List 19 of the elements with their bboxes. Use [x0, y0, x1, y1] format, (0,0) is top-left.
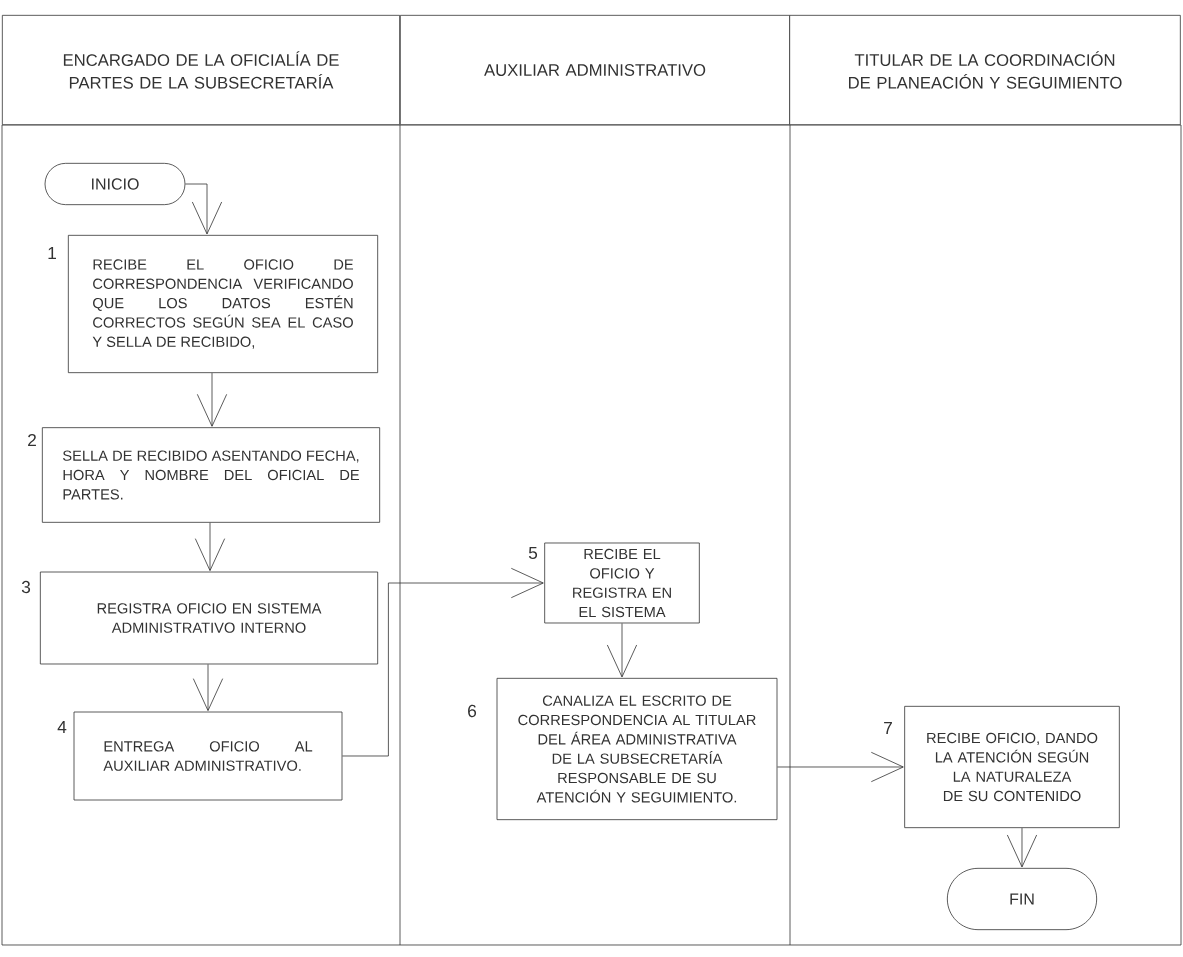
lane-header: ENCARGADO DE LA OFICIALÍA DE PARTES DE LA SUBSECRETARÍA	[1, 14, 401, 126]
process-box: RECIBE EL OFICIO DE CORRESPONDENCIA VERIFICANDO QUE LOS DATOS ESTÉN CORRECTOS SEGÚN SEA EL CASO Y SELLA DE RECIBIDO,	[67, 234, 379, 374]
arrow	[777, 751, 904, 783]
arrow	[342, 567, 544, 757]
process-box: RECIBE EL OFICIO Y REGISTRA EN EL SISTEMA	[544, 542, 700, 624]
step-number: 7	[884, 722, 892, 734]
step-number: 6	[468, 704, 477, 718]
process-box: ENTREGA OFICIO AL AUXILIAR ADMINISTRATIVO.	[73, 711, 343, 801]
process-box: RECIBE OFICIO, DANDO LA ATENCIÓN SEGÚN LA NATURALEZA DE SU CONTENIDO	[904, 705, 1120, 829]
process-box: CANALIZA EL ESCRITO DE CORRESPONDENCIA AL TITULAR DEL ÁREA ADMINISTRATIVA DE LA SUBSECRETARÍA RESPONSABLE DE SU ATENCIÓN Y SEGUIMIENTO.	[496, 677, 778, 821]
step-number: 4	[57, 721, 67, 733]
lane-header: TITULAR DE LA COORDINACIÓN DE PLANEACIÓN Y SEGUIMIENTO	[789, 14, 1181, 126]
process-box: SELLA DE RECIBIDO ASENTANDO FECHA, HORA Y NOMBRE DEL OFICIAL DE PARTES.	[41, 427, 381, 523]
process-box: REGISTRA OFICIO EN SISTEMA ADMINISTRATIVO INTERNO	[39, 571, 379, 665]
lane-header: AUXILIAR ADMINISTRATIVO	[399, 14, 791, 126]
step-number: 5	[528, 546, 538, 560]
step-number: 3	[21, 580, 31, 594]
step-number: 2	[28, 433, 36, 447]
step-number: 1	[48, 247, 56, 259]
